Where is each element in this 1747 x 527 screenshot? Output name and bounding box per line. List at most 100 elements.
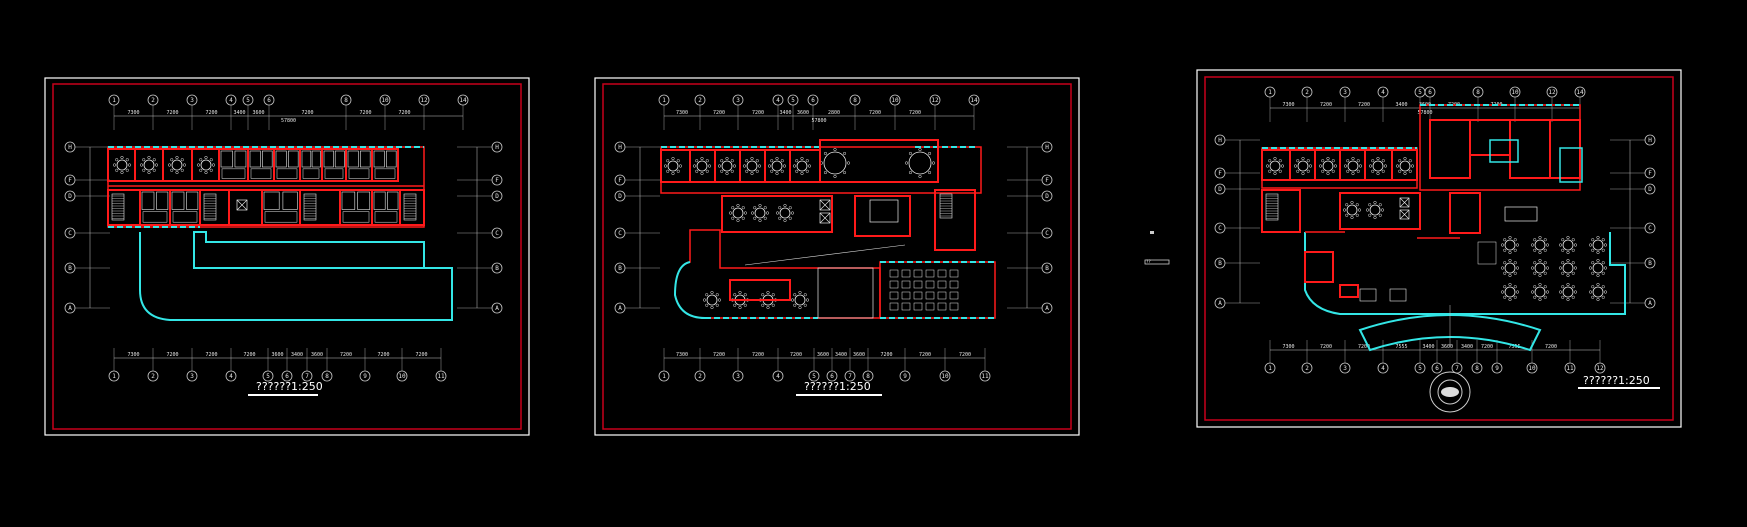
- room-wall: [1549, 119, 1581, 179]
- axis-label-left: B: [618, 265, 622, 272]
- chair: [1601, 295, 1605, 299]
- axis-label-top: 6: [1428, 89, 1432, 96]
- chair: [1513, 238, 1517, 242]
- axis-label-top: 4: [1381, 89, 1385, 96]
- chair: [755, 169, 759, 173]
- chair: [1356, 169, 1360, 173]
- round-table: [796, 160, 808, 172]
- desk: [913, 280, 923, 289]
- dim-text-bottom: 7555: [1508, 344, 1520, 350]
- chair: [120, 170, 124, 175]
- room-wall: [1304, 251, 1334, 283]
- chair: [1538, 282, 1542, 287]
- sheet-3-inner-border: [1204, 76, 1674, 421]
- chair: [780, 159, 784, 163]
- axis-label-left: D: [68, 193, 72, 200]
- axis-label-top: 8: [344, 97, 348, 104]
- display-grid: [1477, 241, 1497, 265]
- chair: [805, 298, 810, 302]
- dim-text-bottom: 7200: [377, 352, 389, 358]
- desk: [937, 269, 947, 278]
- chair: [692, 164, 697, 168]
- chair: [790, 298, 795, 302]
- chair: [182, 163, 187, 167]
- chair: [678, 164, 683, 168]
- chair: [1503, 285, 1507, 289]
- chair: [1408, 159, 1412, 163]
- sofa: [1389, 288, 1407, 302]
- chair: [1533, 271, 1537, 275]
- dim-text-bottom: 7200: [1320, 344, 1332, 350]
- chair: [1365, 208, 1370, 212]
- dim-text-top: 2800: [828, 110, 840, 116]
- axis-label-top: 12: [420, 97, 428, 104]
- axis-label-right: D: [1045, 193, 1049, 200]
- chair: [1355, 203, 1359, 207]
- axis-label-top: 2: [698, 97, 702, 104]
- room-wall: [1449, 192, 1481, 234]
- bath: [276, 168, 298, 179]
- chair: [798, 305, 802, 310]
- chair: [666, 169, 670, 173]
- shaft: [1399, 197, 1410, 208]
- chair: [1265, 164, 1270, 168]
- chair: [753, 216, 757, 220]
- axis-label-bottom: 5: [1418, 365, 1422, 372]
- axis-label-top: 6: [267, 97, 271, 104]
- chair: [738, 290, 742, 295]
- chair: [1561, 271, 1565, 275]
- dim-overall: 57800: [281, 118, 296, 124]
- chair: [1515, 290, 1520, 294]
- axis-label-bottom: 11: [981, 373, 989, 380]
- chair: [1273, 171, 1277, 176]
- sheet-3[interactable]: 1234568101214730072007200340036007200720…: [1196, 69, 1682, 428]
- chair: [154, 163, 159, 167]
- bed: [220, 150, 233, 168]
- chair: [770, 159, 774, 163]
- dim-text-top: 7200: [359, 110, 371, 116]
- round-table: [1562, 262, 1574, 274]
- dim-text-top: 7300: [127, 110, 139, 116]
- chair: [1318, 164, 1323, 168]
- chair: [1357, 208, 1362, 212]
- chair: [728, 211, 733, 215]
- chair: [695, 169, 699, 173]
- shaft-x: [1399, 197, 1410, 208]
- chair: [1333, 164, 1338, 168]
- dim-text-top: 3600: [797, 110, 809, 116]
- room-wall: [729, 279, 791, 301]
- chair: [1513, 295, 1517, 299]
- axis-label-bottom: 1: [112, 373, 116, 380]
- chair: [733, 293, 737, 297]
- axis-label-top: 4: [776, 97, 780, 104]
- chair: [175, 155, 179, 160]
- round-table: [200, 159, 212, 171]
- chair: [1591, 238, 1595, 242]
- dim-text-top: 7200: [166, 110, 178, 116]
- chair: [705, 293, 709, 297]
- bath: [302, 168, 320, 179]
- dim-text-bottom: 7200: [959, 352, 971, 358]
- bed: [385, 150, 397, 168]
- axis-label-bottom: 5: [266, 373, 270, 380]
- axis-label-top: 3: [736, 97, 740, 104]
- chair: [715, 303, 719, 307]
- chair: [1306, 169, 1310, 173]
- dim-text-bottom: 7555: [1395, 344, 1407, 350]
- shaft: [819, 199, 831, 211]
- chair: [1515, 266, 1520, 270]
- chair: [1566, 282, 1570, 287]
- axis-label-bottom: 2: [1305, 365, 1309, 372]
- chair: [170, 158, 174, 162]
- chair: [793, 303, 797, 307]
- chair: [180, 158, 184, 162]
- desk: [949, 291, 959, 300]
- chair: [1368, 164, 1373, 168]
- lower-wing-glass: [673, 261, 706, 319]
- podium-outline: [139, 231, 453, 321]
- chair: [1371, 159, 1375, 163]
- chair: [1345, 213, 1349, 217]
